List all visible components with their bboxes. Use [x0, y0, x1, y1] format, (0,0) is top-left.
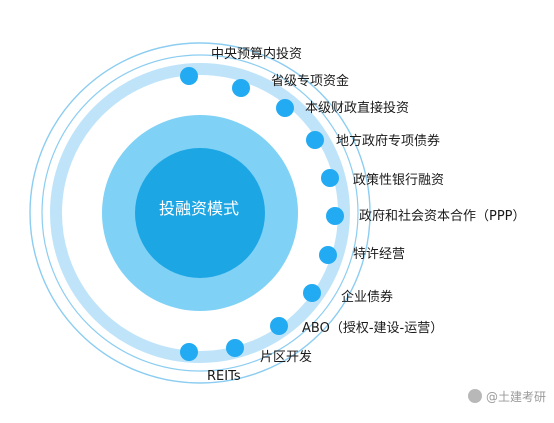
inner-orbit-ring	[41, 54, 359, 372]
watermark: @土建考研	[467, 388, 546, 405]
dot-corporate-bonds	[303, 284, 321, 302]
center-title: 投融资模式	[158, 199, 239, 218]
label-concession: 特许经营	[353, 247, 406, 262]
label-reits: REITs	[207, 369, 241, 384]
orbit-dots	[180, 67, 344, 361]
dot-provincial-funds	[232, 79, 250, 97]
core-circle	[135, 148, 265, 278]
label-ppp: 政府和社会资本合作（PPP）	[359, 209, 526, 224]
dot-policy-bank	[321, 169, 339, 187]
label-central-budget: 中央预算内投资	[211, 47, 303, 62]
camera-icon	[467, 389, 482, 403]
dot-central-budget	[180, 67, 198, 85]
label-corporate-bonds: 企业债券	[341, 290, 394, 305]
dot-abo	[270, 317, 288, 335]
label-abo: ABO（授权-建设-运营）	[302, 321, 444, 336]
dot-area-development	[226, 339, 244, 357]
label-special-bonds: 地方政府专项债券	[336, 134, 441, 149]
label-provincial-funds: 省级专项资金	[271, 74, 350, 89]
watermark-text: @土建考研	[485, 390, 546, 404]
label-area-development: 片区开发	[260, 350, 313, 365]
label-direct-finance: 本级财政直接投资	[305, 101, 410, 116]
dot-concession	[319, 246, 337, 264]
dot-direct-finance	[276, 99, 294, 117]
dot-ppp	[326, 207, 344, 225]
dot-special-bonds	[306, 131, 324, 149]
label-policy-bank: 政策性银行融资	[353, 173, 445, 188]
outer-orbit-ring	[29, 42, 371, 384]
dot-reits	[180, 343, 198, 361]
